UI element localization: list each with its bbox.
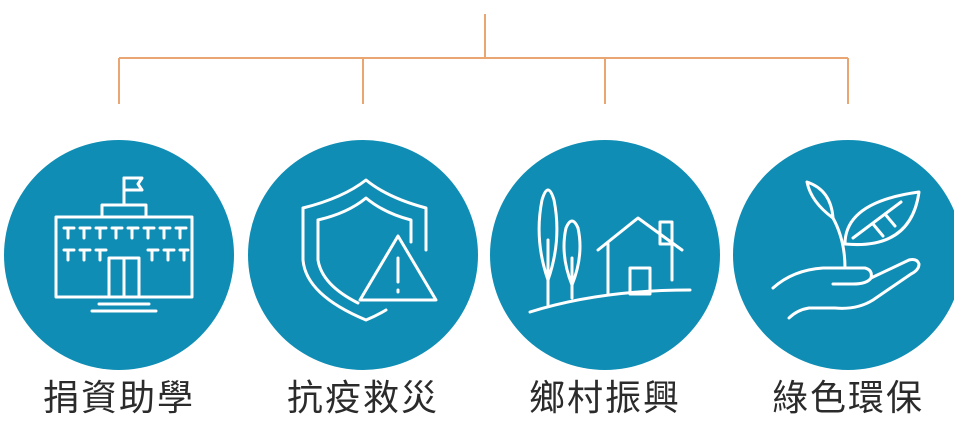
category-circle — [4, 140, 234, 370]
category-label: 捐資助學 — [42, 378, 195, 419]
school-building-icon — [54, 176, 194, 313]
category-circle — [248, 140, 478, 370]
hand-plant-icon — [771, 180, 921, 320]
category-circle — [733, 140, 954, 370]
category-disaster-relief: 抗疫救災 — [248, 140, 478, 419]
category-education: 捐資助學 — [4, 140, 234, 419]
category-rural-revitalization: 鄉村振興 — [490, 140, 720, 419]
hierarchy-connector — [118, 14, 849, 104]
category-label: 抗疫救災 — [286, 378, 439, 419]
village-house-tree-icon — [528, 188, 692, 314]
shield-warning-icon — [301, 178, 438, 322]
category-label: 鄉村振興 — [528, 378, 681, 419]
category-label: 綠色環保 — [771, 378, 924, 419]
category-circle — [490, 140, 720, 370]
category-environmental: 綠色環保 — [733, 140, 954, 419]
